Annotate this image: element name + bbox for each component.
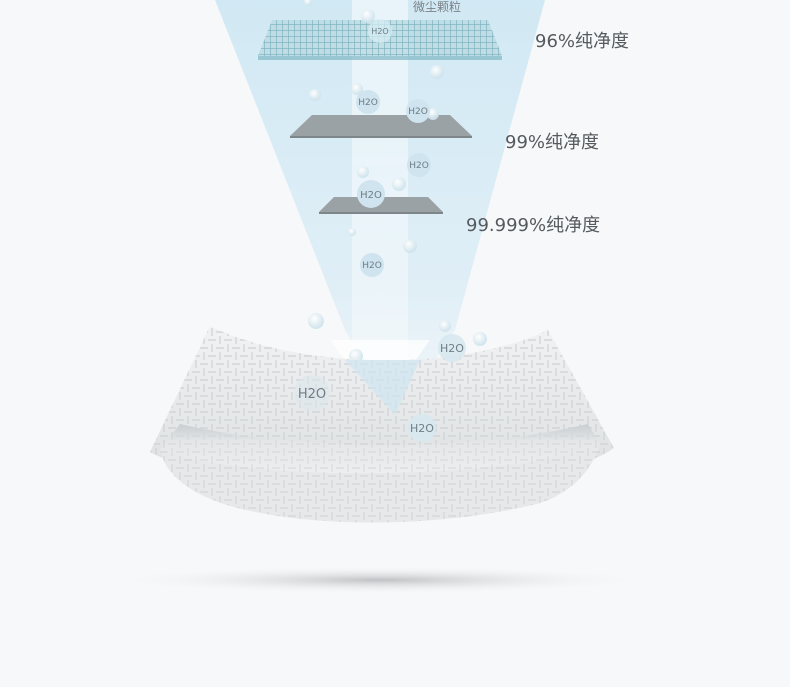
- h2o-label: H2O: [298, 387, 326, 402]
- pad-shadow: [110, 566, 650, 594]
- bubbles: [304, 0, 487, 363]
- h2o-label: H2O: [440, 342, 464, 355]
- h2o-molecules: H2O H2O H2O H2O H2O H2O: [356, 19, 431, 277]
- dust-particles-caption: 微尘颗粒: [413, 0, 462, 14]
- absorbent-pad: [110, 326, 650, 594]
- h2o-label: H2O: [409, 161, 429, 171]
- h2o-label: H2O: [408, 107, 428, 117]
- purity-label-96: 96%纯净度: [535, 31, 630, 52]
- h2o-label: H2O: [360, 190, 382, 201]
- h2o-label: H2O: [362, 261, 382, 271]
- purity-label-99999: 99.999%纯净度: [466, 215, 601, 236]
- h2o-label: H2O: [358, 98, 378, 108]
- filter-sheet-1: [290, 115, 472, 136]
- purity-label-99: 99%纯净度: [505, 132, 600, 153]
- h2o-label: H2O: [410, 422, 434, 435]
- h2o-label: H2O: [371, 27, 388, 36]
- filter-sheet-2: [319, 197, 443, 212]
